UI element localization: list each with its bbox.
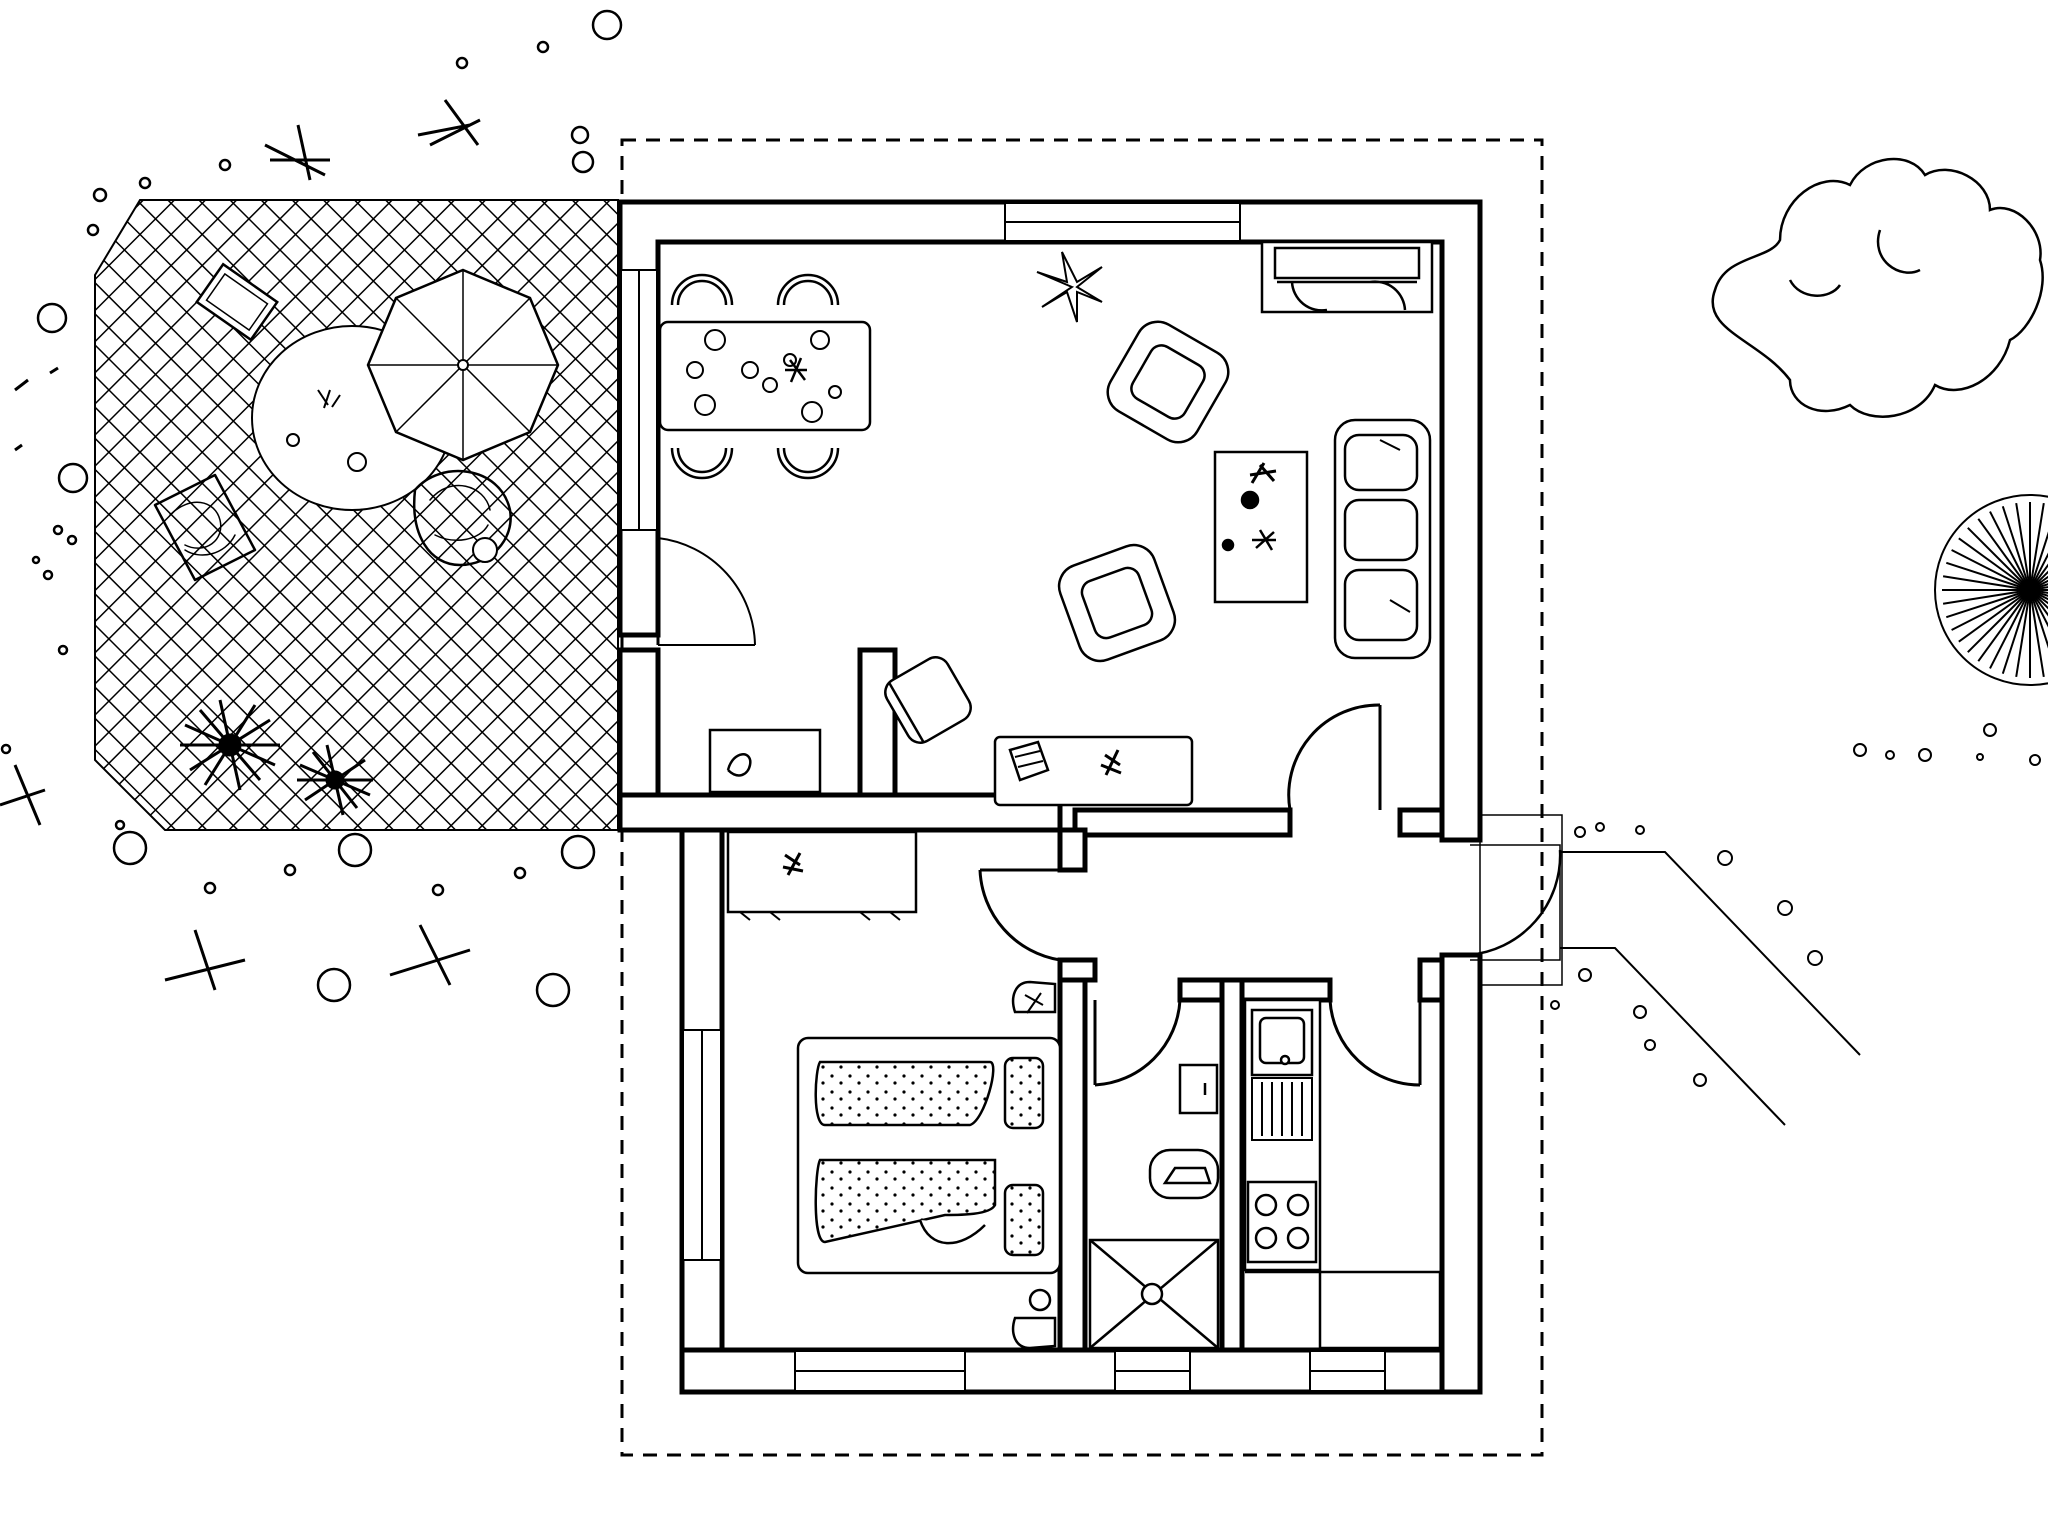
tree-round — [1934, 494, 2048, 686]
desk — [993, 735, 1194, 807]
tree-ray — [1977, 518, 2031, 591]
dining-area — [658, 273, 872, 480]
table-items — [286, 389, 367, 472]
dining-chairs — [670, 273, 840, 480]
coffee-table — [1213, 450, 1309, 604]
tree-ray — [2029, 589, 2048, 594]
palm-plant-2 — [297, 744, 373, 816]
terrace-door[interactable] — [656, 537, 756, 646]
palm-plant-1 — [180, 699, 280, 791]
bed-blanket-bottom — [814, 1158, 997, 1245]
living-door[interactable] — [1287, 703, 1382, 811]
bed-blanket-top — [814, 1060, 995, 1127]
tree-ray — [1989, 511, 2031, 591]
tree-ray — [1989, 589, 2031, 669]
tree-ray — [1967, 527, 2031, 591]
tree-ray — [2029, 589, 2048, 597]
kitchen-door[interactable] — [1328, 999, 1422, 1087]
tree-ray — [2029, 589, 2048, 601]
tree-ray — [1942, 575, 2031, 591]
floor-plant — [1036, 251, 1103, 323]
sofa — [1333, 418, 1432, 660]
washbasin — [1178, 1063, 1219, 1115]
desk-chair — [884, 656, 972, 744]
tree-ray — [2015, 589, 2031, 678]
tree-ray — [2029, 589, 2048, 610]
armchair-top — [1106, 320, 1230, 444]
tree-ray — [1951, 589, 2031, 631]
parasol — [366, 268, 560, 462]
tree-cloud — [1711, 157, 2044, 418]
tree-ray — [2029, 570, 2048, 591]
kitchen-sink — [1250, 1008, 1314, 1077]
tree-ray — [2029, 502, 2045, 591]
entry-path — [1560, 851, 1861, 1126]
shower — [1088, 1238, 1220, 1350]
tree-ray — [1945, 561, 2031, 591]
tree-ray — [2001, 505, 2031, 591]
pillow-top — [1003, 1056, 1045, 1130]
armchair-bottom — [1057, 543, 1177, 663]
table-settings — [686, 329, 842, 423]
tree-ray — [2029, 586, 2048, 591]
tree-ray — [2029, 575, 2048, 591]
small-cabinet — [708, 728, 822, 794]
double-bed — [796, 1036, 1062, 1275]
wardrobe — [726, 830, 918, 921]
tree-ray — [1977, 589, 2031, 662]
tree-ray — [2029, 589, 2048, 649]
terrace — [94, 199, 619, 831]
tree-ray — [1951, 549, 2031, 591]
tree-ray — [2001, 589, 2031, 675]
garden-pebbles-right — [1550, 723, 2041, 1087]
terrace-paving — [94, 199, 619, 831]
bathroom-door[interactable] — [1093, 999, 1182, 1087]
tree-ray — [2029, 589, 2048, 605]
tree-ray — [2029, 563, 2048, 591]
tree-ray — [1958, 537, 2031, 591]
garden-shrub-stars — [0, 99, 481, 991]
tree-ray — [1945, 589, 2031, 619]
tv-unit — [1260, 240, 1434, 314]
garden-chair-left — [153, 473, 257, 582]
bedroom-door[interactable] — [978, 868, 1061, 962]
windows — [620, 202, 1386, 1392]
tree-ray — [1967, 589, 2031, 653]
tree-ray — [2029, 589, 2048, 628]
drainboard — [1251, 1077, 1313, 1141]
garden-chair-right — [412, 469, 512, 567]
tree-ray — [1942, 589, 2031, 605]
tree-ray — [2029, 531, 2048, 591]
nightstands — [1011, 980, 1057, 1350]
pillow-bottom — [1003, 1183, 1045, 1257]
toilet — [1148, 1148, 1220, 1200]
doors — [656, 537, 1563, 1087]
tree-ray — [2029, 589, 2048, 617]
garden-decoration — [0, 9, 623, 1008]
cooktop — [1246, 1180, 1318, 1264]
lounge-chair — [195, 262, 279, 342]
tree-ray — [2029, 552, 2048, 591]
tree-ray — [2029, 579, 2048, 591]
tree-ray — [2015, 502, 2031, 591]
tree-ray — [2029, 589, 2045, 678]
tree-ray — [2029, 583, 2048, 591]
entrance-door[interactable] — [1467, 814, 1563, 986]
tree-ray — [1958, 589, 2031, 643]
roof-outline — [620, 138, 1544, 1457]
